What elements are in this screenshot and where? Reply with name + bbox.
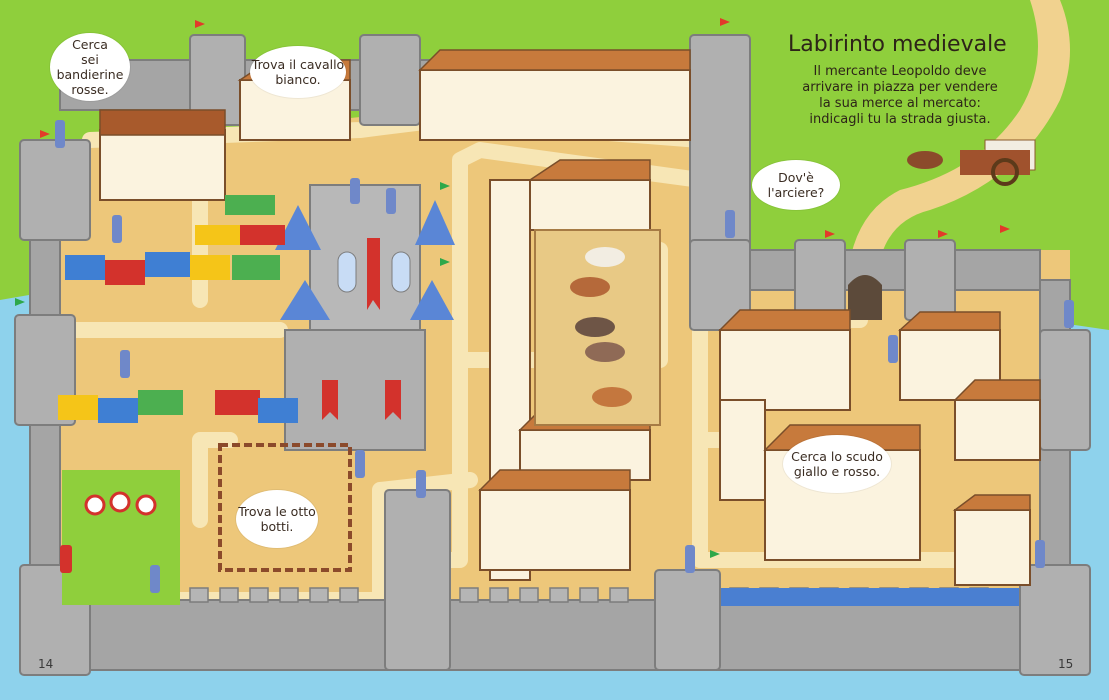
bubble-find-archer: Dov'è l'arciere? [752, 160, 840, 210]
bubble-find-horse: Trova il cavallo bianco. [250, 46, 346, 98]
intro-text: Il mercante Leopoldo deve arrivare in pi… [802, 64, 998, 127]
bubble-find-flags: Cerca sei bandierine rosse. [50, 33, 130, 101]
archery-targets [84, 491, 157, 516]
bubble-find-barrels: Trova le otto botti. [236, 490, 318, 548]
guards [55, 120, 1074, 593]
bubble-find-archer-text: Dov'è l'arciere? [767, 170, 825, 200]
gate-arch [848, 275, 882, 320]
bubble-find-shield-text: Cerca lo scudo giallo e rosso. [791, 449, 883, 479]
market-stalls [58, 195, 298, 423]
bubble-find-barrels-text: Trova le otto botti. [238, 504, 316, 534]
central-keep [275, 184, 455, 451]
green-flags [15, 182, 720, 558]
bubble-find-shield: Cerca lo scudo giallo e rosso. [783, 435, 891, 493]
horses [570, 247, 632, 407]
blue-canal [720, 588, 1020, 606]
page-title: Labirinto medievale [788, 32, 1007, 57]
merchant-cart [907, 139, 1036, 186]
dirt-road-top-right [850, 0, 1070, 260]
archery-field [62, 470, 180, 605]
page-number-left: 14 [38, 657, 54, 671]
page-number-right: 15 [1058, 657, 1074, 671]
bubble-find-flags-text: Cerca sei bandierine rosse. [56, 37, 124, 97]
red-flags [40, 18, 1010, 238]
fenced-pen [218, 443, 352, 572]
bubble-find-horse-text: Trova il cavallo bianco. [251, 57, 345, 87]
